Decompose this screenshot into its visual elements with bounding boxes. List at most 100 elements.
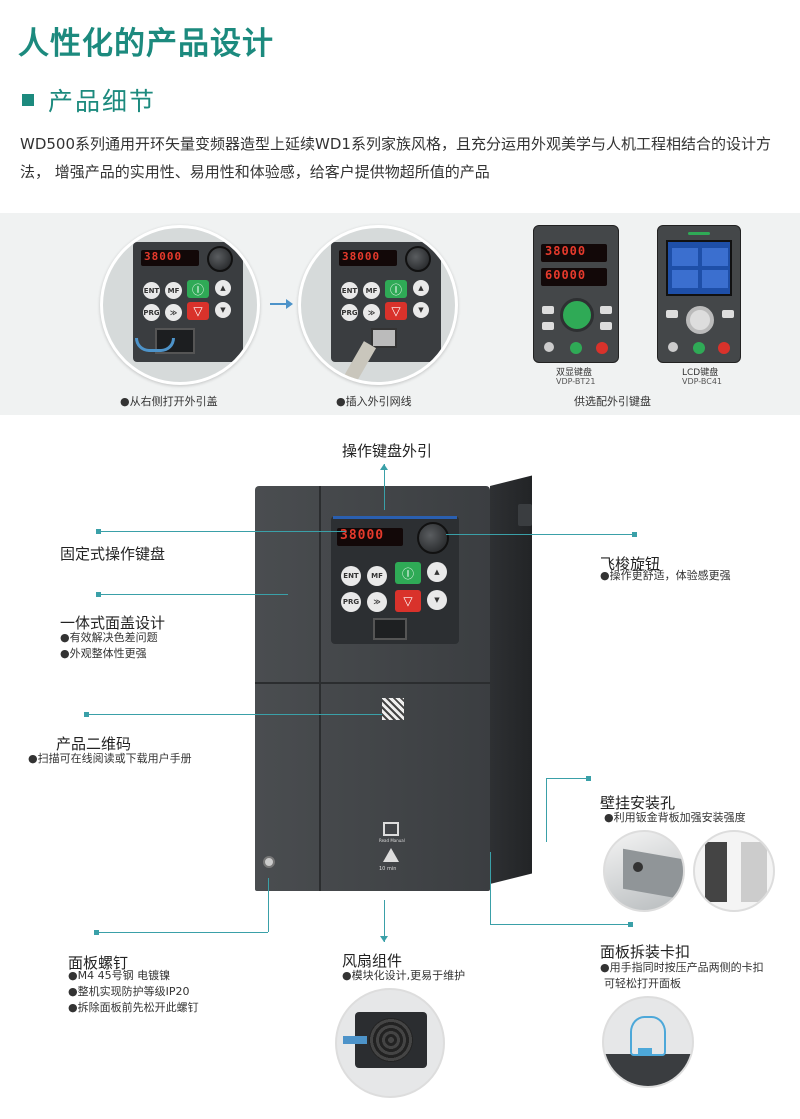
- side-key: [666, 310, 678, 318]
- manual-icon: [383, 822, 399, 836]
- up-key: ▲: [427, 562, 447, 582]
- led-display: 38000: [141, 250, 199, 266]
- nav-pad-icon: [686, 306, 714, 334]
- page-title: 人性化的产品设计: [18, 26, 274, 62]
- knob-icon: [207, 246, 233, 272]
- keypad2-model: VDP-BC41: [682, 377, 722, 386]
- callout-dot: [96, 529, 101, 534]
- keypad-panel: 38000 ENT MF Ⓘ ▲ PRG ≫ ▽ ▼: [331, 242, 441, 382]
- arrow-icon: [343, 1036, 367, 1044]
- callout-line: [98, 932, 268, 933]
- mf-key: MF: [165, 282, 182, 299]
- main-led-display: 38000: [337, 528, 403, 546]
- detail-circle-back-plate: [693, 830, 775, 912]
- callout-dot: [96, 592, 101, 597]
- caption-optional-keypad: 供选配外引键盘: [574, 395, 651, 408]
- lcd-tile: [672, 248, 698, 266]
- section-heading: 产品细节: [22, 82, 156, 118]
- callout-fixed-keypad: 固定式操作键盘: [60, 545, 166, 563]
- fan-icon: [369, 1018, 413, 1062]
- up-key: ▲: [215, 280, 231, 296]
- dial-icon: [560, 298, 594, 332]
- side-key: [600, 306, 612, 314]
- callout-arrow-icon: [380, 464, 388, 470]
- mf-key: MF: [363, 282, 380, 299]
- back-plate: [741, 842, 767, 902]
- intro-paragraph: WD500系列通用开环矢量变频器造型上延续WD1系列家族风格，且充分运用外观美学…: [20, 135, 771, 181]
- callout-line: [384, 900, 385, 942]
- callout-screw-title: 面板螺钉: [68, 954, 129, 972]
- stop-key: ▽: [187, 302, 209, 320]
- cover-seam: [319, 486, 321, 891]
- callout-line: [88, 714, 382, 715]
- stop-key: ▽: [395, 590, 421, 612]
- run-key: Ⓘ: [187, 280, 209, 298]
- fan-module: [355, 1012, 427, 1068]
- shift-key: ≫: [165, 304, 182, 321]
- keypad-panel: 38000 ENT MF Ⓘ ▲ PRG ≫ ▽ ▼: [133, 242, 243, 362]
- section-title: 产品细节: [48, 87, 157, 116]
- warning-text: 10 min: [379, 866, 397, 872]
- down-key: ▼: [215, 302, 231, 318]
- callout-line: [490, 924, 630, 925]
- external-keypad-lcd: [657, 225, 741, 363]
- lower-display: 60000: [541, 268, 607, 286]
- callout-clip-sub2: 可轻松打开面板: [604, 977, 681, 990]
- detail-circle-wall-hole: [603, 830, 685, 912]
- callout-line: [268, 878, 269, 932]
- callout-line: [100, 531, 346, 532]
- keypad2-label: LCD键盘: [682, 368, 719, 378]
- mount-tab: [518, 504, 532, 526]
- lcd-tile: [702, 270, 728, 288]
- callout-line: [384, 464, 385, 510]
- lcd-tile: [672, 270, 698, 288]
- callout-dot: [84, 712, 89, 717]
- detail-circle-insert-cable: 38000 ENT MF Ⓘ ▲ PRG ≫ ▽ ▼: [298, 225, 458, 385]
- side-key: [600, 322, 612, 330]
- panel-edge: [604, 1054, 692, 1086]
- stop-key-icon: [718, 342, 730, 354]
- up-key: ▲: [413, 280, 429, 296]
- callout-dot: [94, 930, 99, 935]
- ent-key: ENT: [143, 282, 160, 299]
- shift-key: ≫: [363, 304, 380, 321]
- stop-key-icon: [596, 342, 608, 354]
- down-key: ▼: [413, 302, 429, 318]
- callout-cover-sub2: ●外观整体性更强: [60, 647, 147, 660]
- mount-hole-icon: [633, 862, 643, 872]
- status-led-icon: [688, 232, 710, 235]
- shuttle-knob-icon: [417, 522, 449, 554]
- keypad-port: [373, 618, 407, 640]
- callout-qr-title: 产品二维码: [56, 735, 132, 753]
- callout-screw-sub3: ●拆除面板前先松开此螺钉: [68, 1001, 199, 1014]
- detail-circle-open-cover: 38000 ENT MF Ⓘ ▲ PRG ≫ ▽ ▼: [100, 225, 260, 385]
- knob-icon: [405, 246, 431, 272]
- side-key: [542, 322, 554, 330]
- run-key-icon: [570, 342, 582, 354]
- callout-wall-sub: ●利用钣金背板加强安装强度: [604, 811, 746, 824]
- rj45-plug: [371, 328, 397, 348]
- main-keypad: 38000 ENT MF Ⓘ ▲ PRG ≫ ▽ ▼: [331, 516, 459, 644]
- arrow-head-icon: [286, 299, 293, 309]
- callout-dot: [632, 532, 637, 537]
- ent-key: ENT: [341, 282, 358, 299]
- callout-knob-sub: ●操作更舒适，体验感更强: [600, 569, 731, 582]
- back-plate: [705, 842, 727, 902]
- keypad1-label: 双显键盘: [556, 368, 593, 378]
- callout-qr-sub: ●扫描可在线阅读或下载用户手册: [28, 752, 192, 765]
- callout-keypad-ext: 操作键盘外引: [342, 442, 433, 460]
- side-key: [722, 310, 734, 318]
- keypad1-model: VDP-BT21: [556, 377, 596, 386]
- callout-clip-sub1: ●用手指同时按压产品两侧的卡扣: [600, 961, 764, 974]
- callout-fan-title: 风扇组件: [342, 952, 403, 970]
- stop-key: ▽: [385, 302, 407, 320]
- led-display: 38000: [339, 250, 397, 266]
- run-key-icon: [693, 342, 705, 354]
- callout-wall-title: 壁挂安装孔: [600, 794, 676, 812]
- callout-arrow-icon: [380, 936, 388, 942]
- down-key: ▼: [427, 590, 447, 610]
- prg-key: PRG: [143, 304, 160, 321]
- ent-key: ENT: [341, 566, 361, 586]
- key-icon: [668, 342, 678, 352]
- external-keypad-dual-display: 38000 60000: [533, 225, 619, 363]
